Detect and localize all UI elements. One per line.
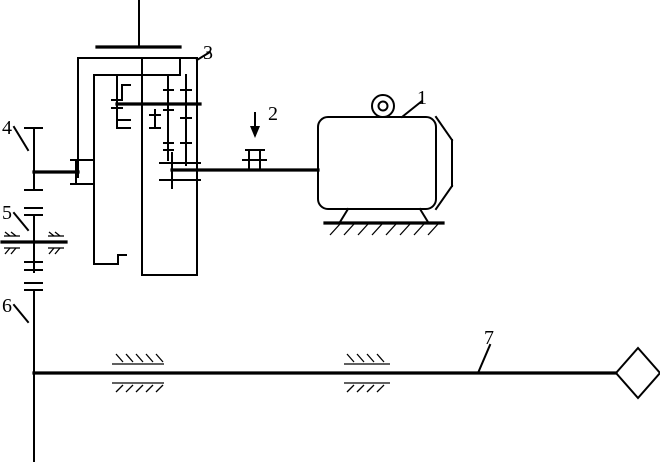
motor xyxy=(317,94,454,225)
gear-5-bearing-hatch xyxy=(4,231,64,255)
coupling xyxy=(242,112,267,171)
long-shaft xyxy=(32,346,660,400)
gear-5 xyxy=(0,207,68,273)
motor-ground-hatch xyxy=(329,223,439,236)
long-shaft-label: 7 xyxy=(484,327,494,349)
motor-label: 1 xyxy=(417,87,427,109)
shaft-bearing-2 xyxy=(344,353,390,393)
gearbox-label: 3 xyxy=(203,42,213,64)
gear-4-label: 4 xyxy=(2,117,12,139)
gear-5-label: 5 xyxy=(2,202,12,224)
gearbox-gears xyxy=(70,74,202,189)
gear-6-label: 6 xyxy=(2,295,12,317)
coupling-label: 2 xyxy=(268,103,278,125)
leader-lines xyxy=(12,50,492,375)
gear-6 xyxy=(24,282,43,462)
gearbox-housing xyxy=(77,0,198,276)
gear-4 xyxy=(24,127,80,191)
shaft-bearing-1 xyxy=(112,353,164,393)
